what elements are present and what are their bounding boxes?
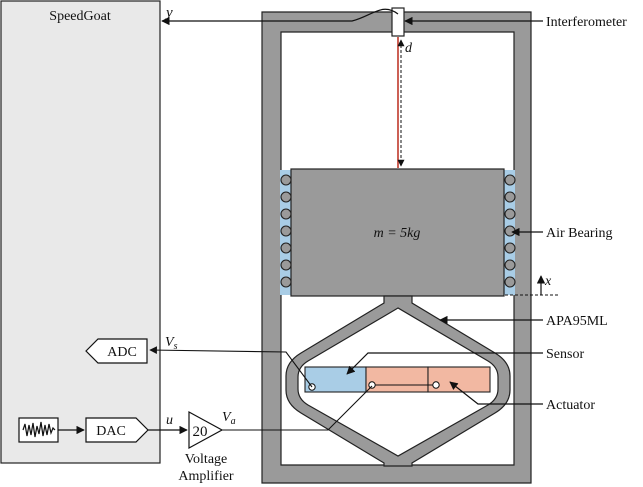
mass-block <box>290 168 505 297</box>
sensor-pointer <box>346 352 543 375</box>
amplifier-label-line2: Amplifier <box>178 469 234 484</box>
d-distance-label: d <box>405 41 413 56</box>
dac-label: DAC <box>96 424 126 439</box>
va-signal-line <box>222 385 373 431</box>
outer-frame <box>261 11 532 484</box>
interferometer-sensor <box>391 7 405 37</box>
amplifier-gain-label: 20 <box>193 424 208 440</box>
actuator-label: Actuator <box>546 398 595 413</box>
controller-label: SpeedGoat <box>49 9 111 24</box>
mass-label: m = 5kg <box>374 226 421 241</box>
amplifier-label-line1: Voltage <box>185 452 228 467</box>
actuator-stack-1 <box>365 366 429 393</box>
y-signal-label: y <box>164 5 173 21</box>
air-bearing-balls-left <box>280 174 292 288</box>
vs-signal-line <box>149 346 313 388</box>
air-bearing-label: Air Bearing <box>546 226 612 241</box>
dac-block <box>85 417 149 443</box>
u-signal-label: u <box>166 413 173 428</box>
noise-icon <box>22 421 56 438</box>
actuator-pointer <box>449 381 543 405</box>
sensor-label: Sensor <box>546 347 584 362</box>
interferometer-label: Interferometer <box>546 15 627 30</box>
adc-block <box>85 338 148 364</box>
vs-signal-label: Vs <box>165 335 178 352</box>
x-label: x <box>544 274 552 289</box>
va-signal-label: Va <box>222 410 236 427</box>
controller-box <box>0 0 161 464</box>
amplifier-gain-block <box>188 410 224 450</box>
adc-label: ADC <box>107 345 137 360</box>
air-bearing-balls-right <box>504 174 516 288</box>
apa-label: APA95ML <box>546 314 608 329</box>
y-signal-line <box>161 8 399 26</box>
apa-frame <box>285 295 511 467</box>
